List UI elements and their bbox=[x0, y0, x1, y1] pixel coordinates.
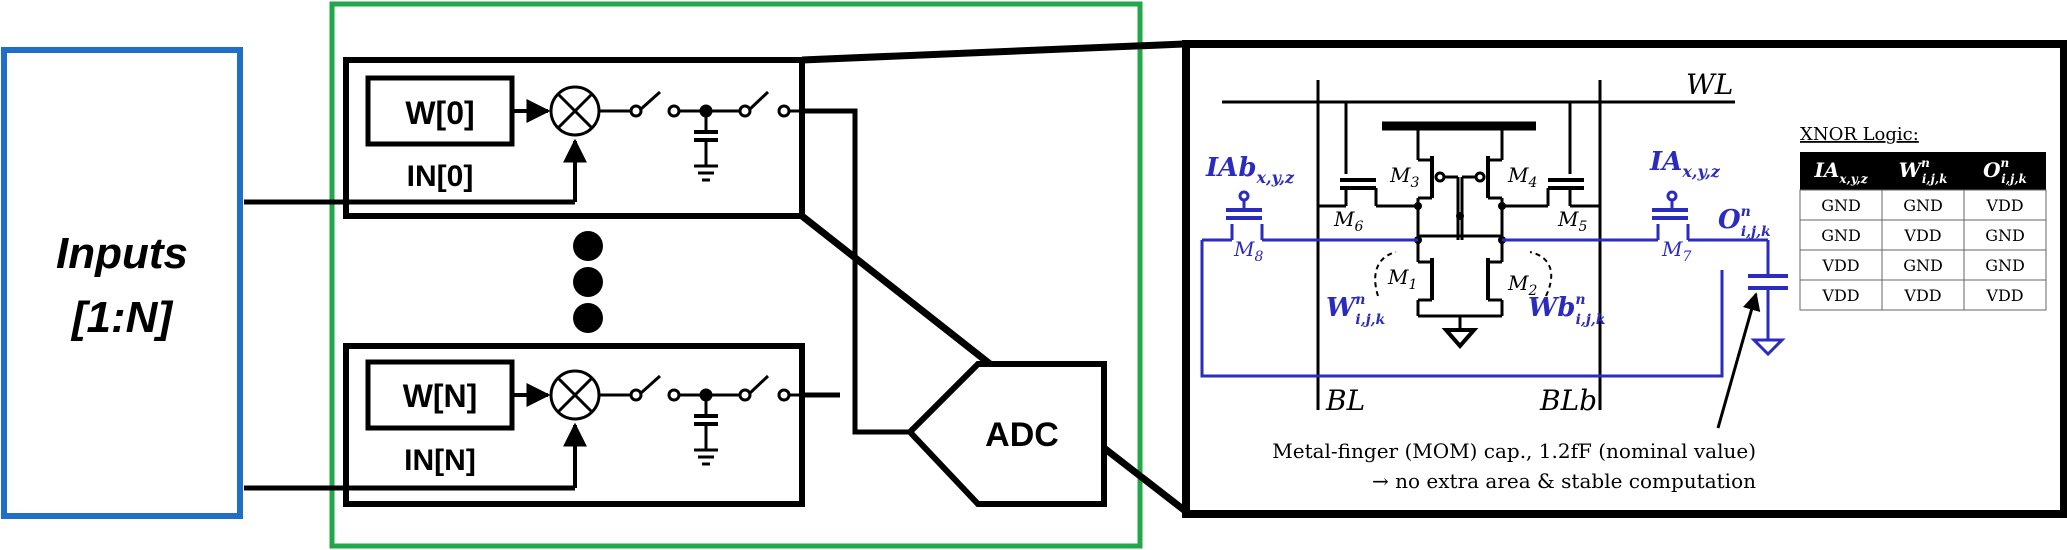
xnor-cell-value: VDD bbox=[1821, 256, 1859, 275]
xnor-cell bbox=[1799, 279, 1883, 311]
weight-dashed-arrows bbox=[1374, 251, 1553, 297]
xnor-header-cell: IAx,y,z bbox=[1813, 158, 1868, 186]
xnor-table-title: XNOR Logic: bbox=[1800, 124, 1919, 145]
cell-box bbox=[343, 57, 805, 219]
zoom-callout-lines bbox=[799, 40, 1187, 513]
inputs-range-label: [1:N] bbox=[70, 293, 174, 342]
macro-frame bbox=[329, 1, 1143, 549]
xnor-cell-value: VDD bbox=[1903, 226, 1941, 245]
adc-input-wires bbox=[802, 108, 910, 435]
xnor-cell bbox=[1799, 189, 1883, 221]
xnor-cell-value: GND bbox=[1903, 196, 1943, 215]
ellipsis-dots bbox=[573, 231, 603, 333]
inputs-label: Inputs bbox=[56, 229, 188, 278]
transistor-m7: M7 bbox=[1661, 237, 1691, 265]
adc-block: ADC bbox=[905, 361, 1107, 507]
inputs-box bbox=[1, 47, 243, 519]
adc-label: ADC bbox=[985, 416, 1059, 454]
input-activation-bar-label: IAbx,y,z bbox=[1205, 153, 1295, 187]
input-label: IN[N] bbox=[404, 444, 476, 477]
xnor-cell-value: VDD bbox=[1985, 286, 2023, 305]
transistor-m1: M1 bbox=[1387, 265, 1417, 293]
xnor-cell-value: VDD bbox=[1821, 286, 1859, 305]
multiplier-symbol bbox=[549, 369, 601, 421]
cell-box bbox=[343, 343, 805, 507]
xnor-cell-value: VDD bbox=[1985, 196, 2023, 215]
transistor-m6: M6 bbox=[1333, 207, 1363, 235]
transistor-m5: M5 bbox=[1557, 207, 1587, 235]
xnor-cell-value: GND bbox=[1985, 226, 2025, 245]
weight-label: W[N] bbox=[403, 378, 478, 414]
xnor-cell bbox=[1799, 249, 1883, 281]
transistor-m3: M3 bbox=[1389, 163, 1419, 191]
weight-label: W[0] bbox=[405, 95, 474, 131]
xnor-cell bbox=[1963, 219, 2047, 251]
input-activation-label: IAx,y,z bbox=[1649, 147, 1721, 181]
multiplier-symbol bbox=[549, 85, 601, 137]
input-label: IN[0] bbox=[407, 160, 474, 193]
switch-cap-network bbox=[599, 90, 802, 182]
xnor-cell bbox=[1881, 189, 1965, 221]
inputs-block: Inputs [1:N] bbox=[1, 47, 243, 519]
xnor-cell bbox=[1963, 279, 2047, 311]
xnor-cell bbox=[1881, 279, 1965, 311]
xnor-cell bbox=[1963, 249, 2047, 281]
xnor-cell-value: GND bbox=[1985, 256, 2025, 275]
transistor-m2: M2 bbox=[1507, 271, 1537, 299]
xnor-table-header bbox=[1800, 152, 2046, 190]
bit-line-bar-label: BLb bbox=[1539, 384, 1597, 417]
transistor-m4: M4 bbox=[1507, 163, 1537, 191]
compute-path bbox=[1200, 190, 1788, 378]
xnor-cell-value: GND bbox=[1903, 256, 1943, 275]
compute-cell-0: W[0] IN[0] bbox=[244, 57, 805, 219]
transistor-m8: M8 bbox=[1233, 237, 1263, 265]
cap-callout-arrow bbox=[1716, 292, 1761, 429]
bitcell-circuit bbox=[1222, 80, 1735, 410]
xnor-cell-value: GND bbox=[1821, 196, 1861, 215]
word-line-label: WL bbox=[1686, 68, 1733, 101]
switch-cap-network bbox=[599, 374, 802, 466]
xnor-cell-value: GND bbox=[1821, 226, 1861, 245]
mom-cap-benefit-note: → no extra area & stable computation bbox=[1372, 469, 1756, 493]
bit-line-label: BL bbox=[1325, 384, 1365, 417]
mom-cap-note: Metal-finger (MOM) cap., 1.2fF (nominal … bbox=[1272, 439, 1756, 463]
compute-cell-n: W[N] IN[N] bbox=[244, 343, 805, 507]
xnor-cell-value: VDD bbox=[1903, 286, 1941, 305]
